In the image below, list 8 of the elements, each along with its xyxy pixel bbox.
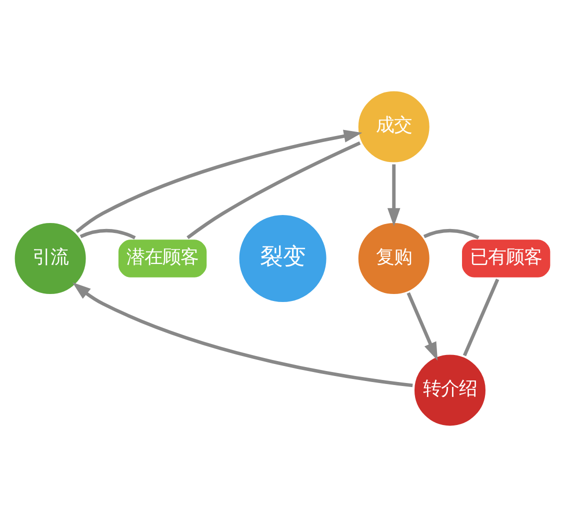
arrow <box>406 292 438 361</box>
connector <box>462 278 500 356</box>
connector <box>186 141 361 240</box>
connector <box>423 228 480 240</box>
arrow <box>72 282 413 388</box>
arrow <box>76 130 362 234</box>
arrow <box>387 164 400 226</box>
connector <box>80 228 136 240</box>
